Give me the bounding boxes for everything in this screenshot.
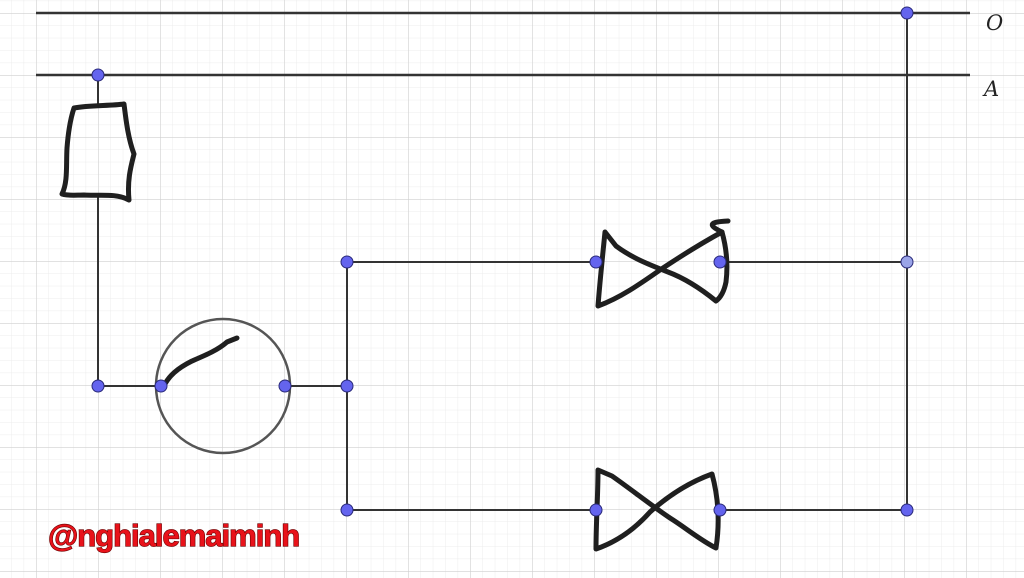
node-switch-in [154,379,168,393]
rail-o-label: O [986,11,1003,35]
node-upper-left [340,255,354,269]
node-a-left [91,68,105,82]
node-o-right [900,6,914,20]
node-junction-mid [340,379,354,393]
lamp-upper-symbol [595,218,731,309]
node-lamp-lower-in [589,503,603,517]
node-lower-left [340,503,354,517]
node-lamp-upper-out [713,255,727,269]
node-lamp-lower-out [713,503,727,517]
nodes [91,6,914,517]
node-lamp-upper-in [589,255,603,269]
node-upper-right [900,255,914,269]
fuse-symbol [59,101,137,203]
watermark-handle: @nghialemaiminh [48,518,299,553]
node-lower-right [900,503,914,517]
node-corner-left [91,379,105,393]
switch-blade [160,335,240,391]
node-switch-out [278,379,292,393]
rail-a-label: A [982,77,999,101]
lamp-lower-symbol [593,467,721,552]
